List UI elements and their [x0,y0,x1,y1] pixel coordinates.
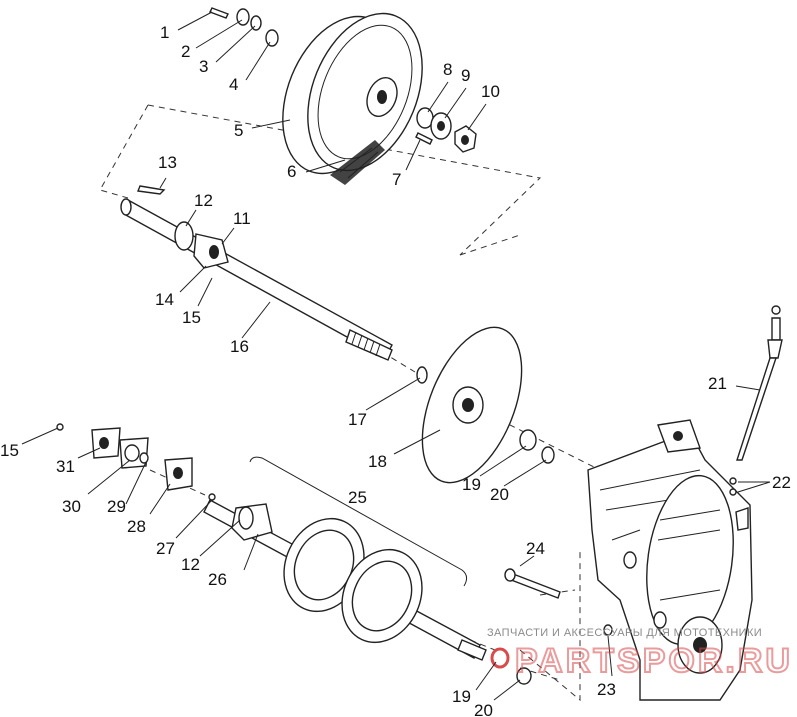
callout-26: 26 [208,570,227,589]
leader-lines [21,11,771,701]
callout-27: 27 [156,539,175,558]
callout-11: 11 [233,209,251,228]
callout-1: 1 [160,23,169,42]
callout-22: 22 [772,473,791,492]
callout-12-lower: 12 [181,555,200,574]
callout-19-lower: 19 [452,687,471,706]
callout-16: 16 [230,337,249,356]
callout-24: 24 [526,539,545,558]
chaincase-housing [587,419,753,701]
upper-shaft-assembly [120,185,393,361]
nut-and-washers-7-10 [415,107,477,153]
callout-9: 9 [461,66,470,85]
callout-4: 4 [229,75,238,94]
callout-25: 25 [348,488,367,507]
callout-20-lower: 20 [474,701,493,717]
drive-shaft-sprockets [203,456,487,661]
callout-12: 12 [194,191,213,210]
dipstick-rod [729,305,783,496]
callout-10: 10 [481,82,500,101]
callout-18: 18 [368,452,387,471]
left-bearing-flanges [56,423,216,501]
callout-30: 30 [62,497,81,516]
callout-6: 6 [287,162,296,181]
callout-15: 15 [182,308,201,327]
callout-3: 3 [199,57,208,76]
callout-labels: 1 2 3 4 5 6 7 8 9 10 11 12 13 14 15 16 1… [0,23,791,717]
watermark-brand: PARTSPOR.RU [515,642,793,680]
callout-13: 13 [158,153,177,172]
callout-8: 8 [443,60,452,79]
upper-sprocket-wheel [282,12,423,185]
callout-29: 29 [107,497,126,516]
callout-28: 28 [127,517,146,536]
callout-2: 2 [181,42,190,61]
callout-17: 17 [348,410,367,429]
callout-7: 7 [392,170,401,189]
brake-disc-assembly [416,326,555,484]
watermark: ЗАПЧАСТИ И АКСЕССУАРЫ ДЛЯ МОТОТЕХНИКИ PA… [487,627,793,681]
lower-bolt-hardware [490,568,613,685]
callout-15-left: 15 [0,441,19,460]
watermark-caption: ЗАПЧАСТИ И АКСЕССУАРЫ ДЛЯ МОТОТЕХНИКИ [487,627,762,639]
bolt-and-washers-1-4 [209,7,279,47]
callout-14: 14 [155,290,174,309]
callout-5: 5 [234,121,243,140]
callout-31: 31 [56,457,75,476]
callout-21: 21 [708,374,727,393]
callout-23: 23 [597,680,616,699]
callout-19: 19 [462,475,481,494]
callout-20: 20 [490,485,509,504]
